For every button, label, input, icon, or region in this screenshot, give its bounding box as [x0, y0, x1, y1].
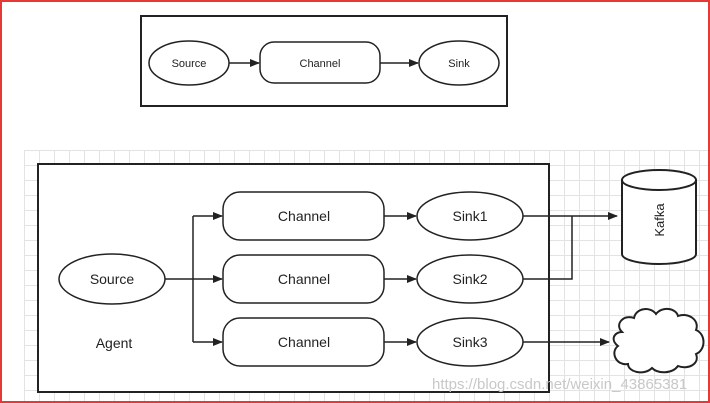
top-sink-node	[418, 40, 500, 86]
channel-label-2: Channel	[278, 271, 330, 287]
top-source-label: Source	[172, 58, 207, 70]
cloud-icon	[612, 308, 705, 374]
watermark-text: https://blog.csdn.net/weixin_43865381	[432, 376, 688, 393]
channel-label-3: Channel	[278, 334, 330, 350]
top-channel-label: Channel	[300, 58, 341, 70]
kafka-database-icon	[621, 169, 697, 265]
agent-label: Agent	[96, 335, 133, 351]
sink-label-2: Sink2	[452, 271, 487, 287]
sink-label-1: Sink1	[452, 208, 487, 224]
kafka-label: Kafka	[652, 203, 667, 237]
agent-source-label: Source	[90, 271, 135, 287]
channel-label-1: Channel	[278, 208, 330, 224]
top-sink-label: Sink	[448, 58, 470, 70]
sink-label-3: Sink3	[452, 334, 487, 350]
connector-sink2-kafka	[523, 216, 573, 280]
